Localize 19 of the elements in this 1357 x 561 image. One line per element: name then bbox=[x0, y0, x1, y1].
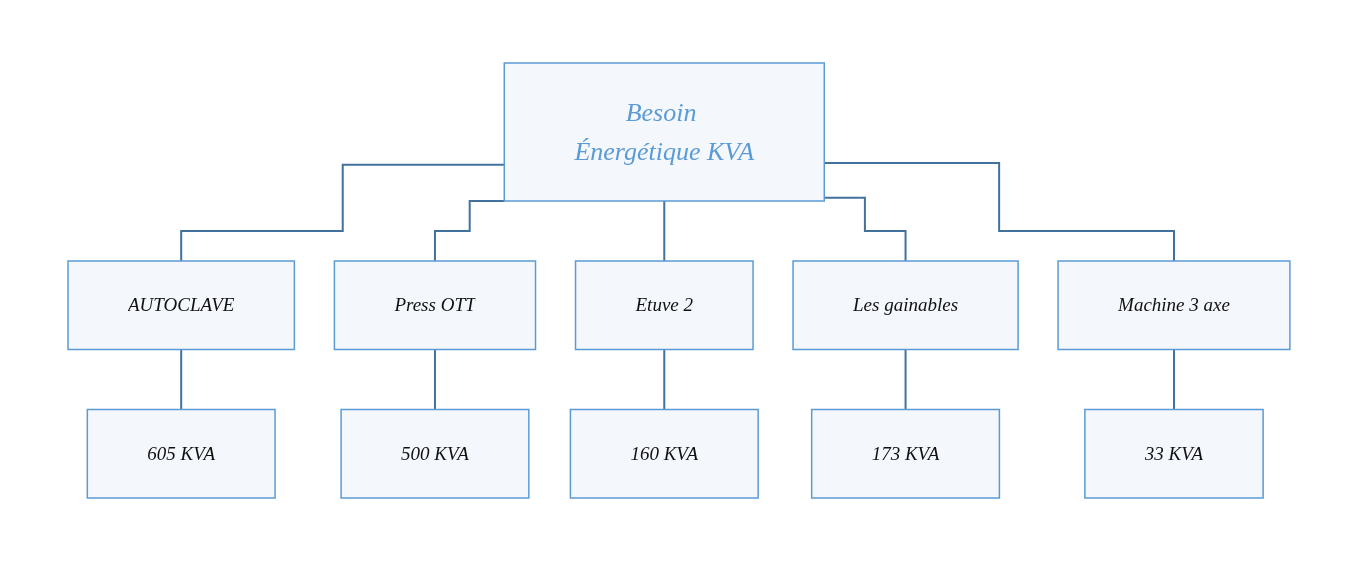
connector bbox=[433, 348, 436, 411]
connector bbox=[179, 163, 505, 262]
node-box: 160 KVA bbox=[569, 408, 759, 499]
connector bbox=[662, 200, 665, 262]
node-box: Besoin Énergétique KVA bbox=[503, 62, 825, 202]
connector bbox=[1172, 348, 1175, 411]
connector bbox=[822, 162, 1175, 262]
node-box: Etuve 2 bbox=[574, 260, 754, 351]
node-box: 500 KVA bbox=[339, 408, 530, 499]
connector bbox=[433, 200, 505, 262]
connector bbox=[904, 348, 907, 411]
node-box: 173 KVA bbox=[810, 408, 1000, 499]
node-box: Les gainables bbox=[791, 260, 1019, 351]
connector bbox=[822, 196, 907, 262]
connector bbox=[179, 348, 182, 411]
node-box: 605 KVA bbox=[86, 408, 276, 499]
node-box: Machine 3 axe bbox=[1056, 260, 1291, 351]
connector bbox=[662, 348, 665, 411]
node-box: 33 KVA bbox=[1083, 408, 1264, 499]
